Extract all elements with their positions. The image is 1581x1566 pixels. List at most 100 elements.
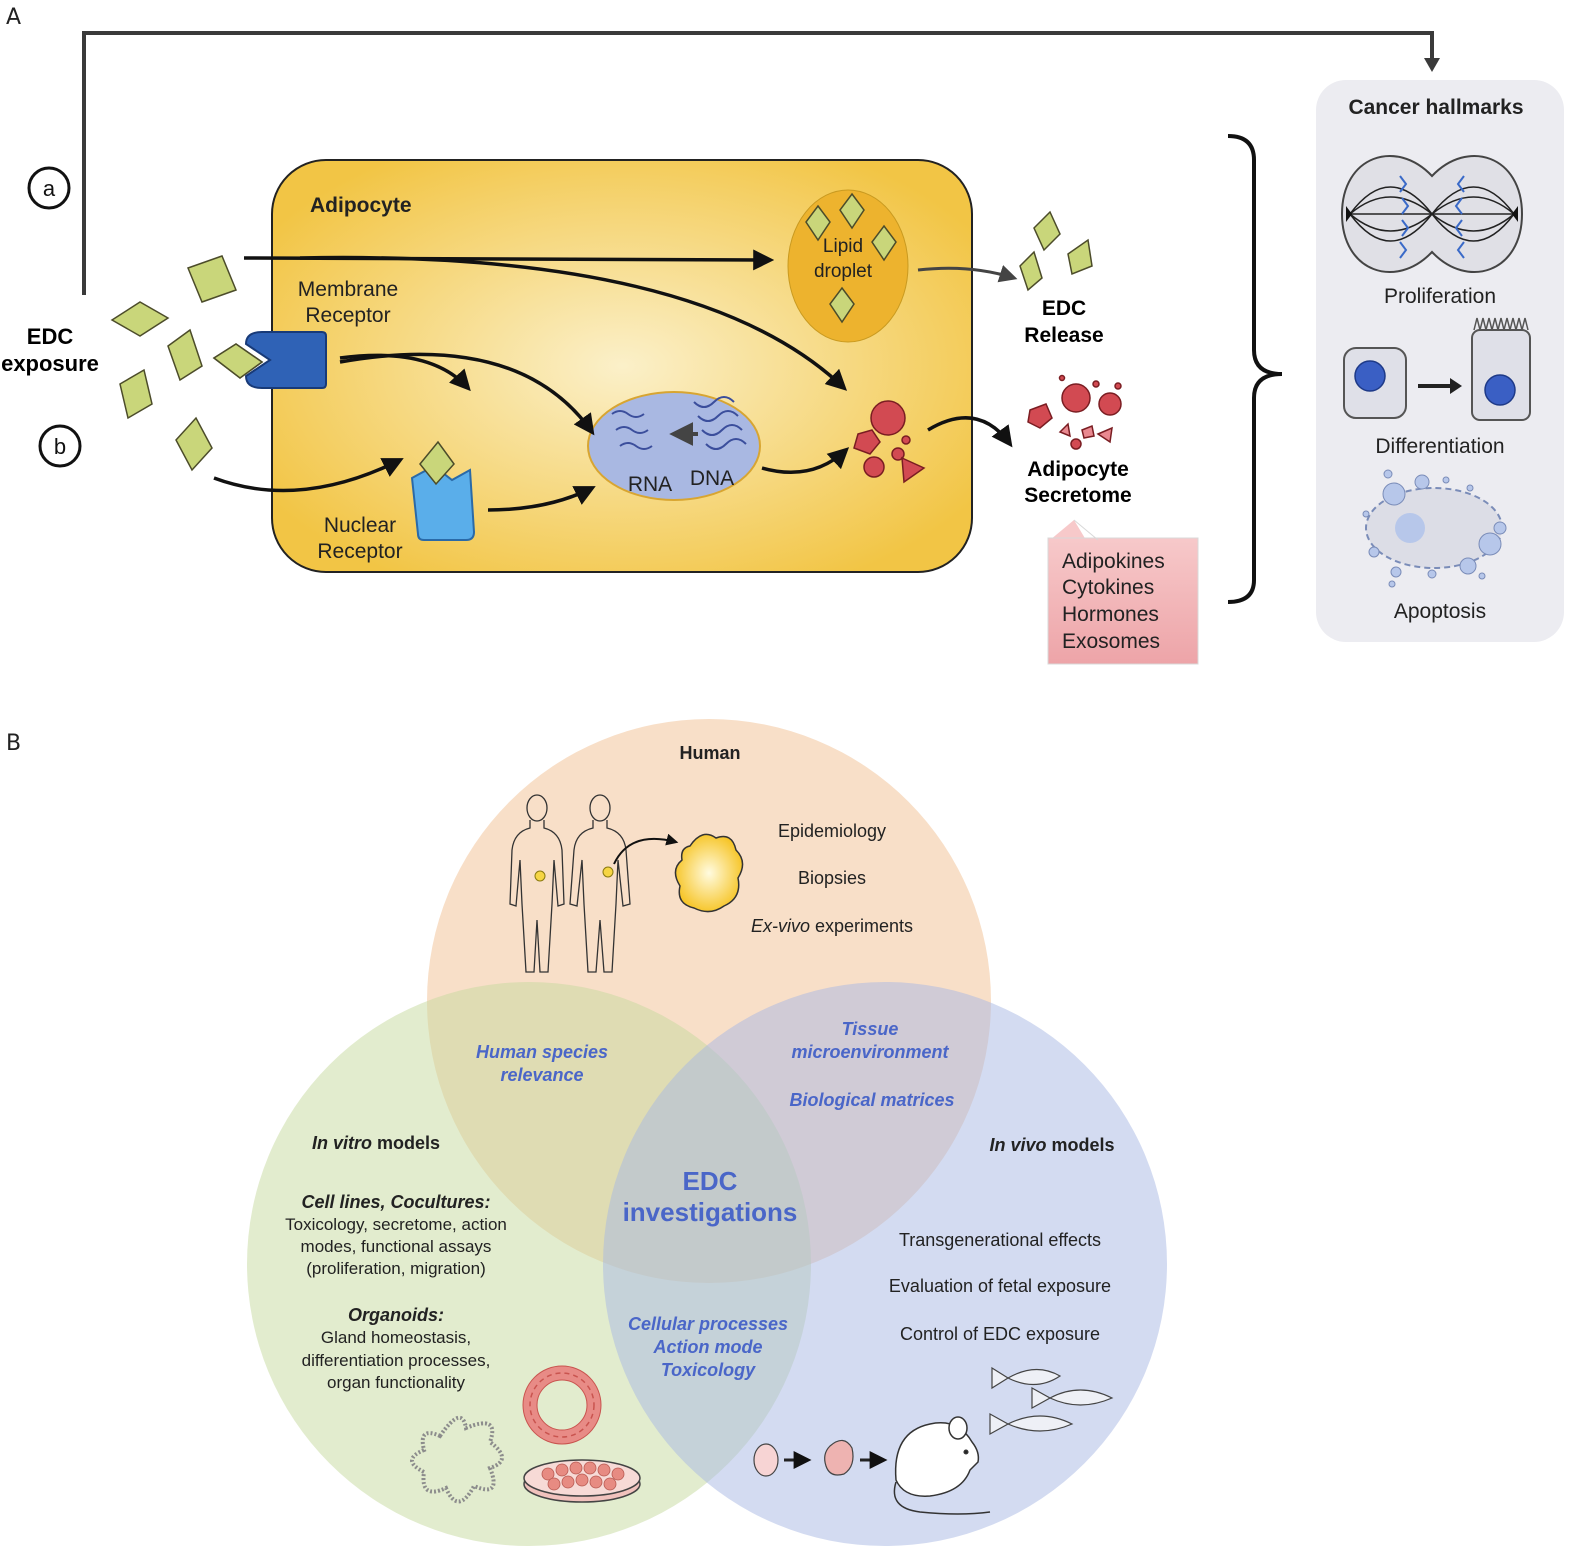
- hallmark-differentiation: Differentiation: [1375, 435, 1504, 458]
- tissue-sample-small: [602, 866, 614, 878]
- edc-molecule: [119, 368, 153, 420]
- edc-molecule-bound-nuclear: [419, 440, 455, 486]
- overlap-human-vitro-line2: relevance: [500, 1065, 583, 1085]
- secretome-callout: Adipokines Cytokines Hormones Exosomes: [1047, 519, 1199, 665]
- hallmark-proliferation: Proliferation: [1384, 285, 1496, 308]
- overlap-human-vivo-line1: Tissue: [842, 1019, 899, 1039]
- overlap-vitro-vivo-line1: Cellular processes: [628, 1314, 788, 1334]
- edc-molecule: [110, 301, 170, 337]
- cell-lines-line2: modes, functional assays: [301, 1237, 492, 1256]
- cell-lines-line3: (proliferation, migration): [306, 1259, 486, 1278]
- tissue-sample-small: [534, 870, 546, 882]
- human-title: Human: [679, 743, 740, 763]
- hallmark-apoptosis: Apoptosis: [1394, 600, 1486, 623]
- rna-label: RNA: [628, 473, 672, 496]
- adipocyte-secretome-label-line1: Adipocyte: [1027, 458, 1129, 481]
- pathway-arrows: [213, 249, 1013, 512]
- route-b-label: b: [54, 434, 66, 459]
- in-vivo-item-control: Control of EDC exposure: [900, 1324, 1100, 1344]
- in-vitro-title: In vitro models: [312, 1133, 440, 1153]
- dna-label: DNA: [690, 467, 734, 490]
- organoids-heading: Organoids:: [348, 1305, 444, 1325]
- petri-dish-icon: [523, 1459, 641, 1503]
- lipid-droplet-label-line1: Lipid: [823, 236, 863, 257]
- edc-exposure-label-line1: EDC: [27, 324, 74, 349]
- adipocyte-label: Adipocyte: [310, 194, 412, 217]
- membrane-receptor-label-line1: Membrane: [298, 278, 398, 301]
- edc-release-label-line1: EDC: [1042, 297, 1086, 320]
- arrow-membrane-short: [339, 353, 471, 392]
- arrow-secretome-out: [927, 416, 1013, 448]
- route-a-marker: a: [27, 166, 71, 210]
- overlap-human-vitro-line1: Human species: [476, 1042, 608, 1062]
- human-item-epidemiology: Epidemiology: [778, 821, 886, 841]
- panel-b: B Human Epidemiology Biopsies Ex-vivo ex…: [6, 719, 1167, 1546]
- nuclear-receptor-label-line2: Receptor: [317, 540, 402, 563]
- biopsy-arrow: [613, 833, 679, 865]
- arrow-membrane-to-nucleus: [339, 352, 595, 436]
- organoids-line2: differentiation processes,: [302, 1351, 491, 1370]
- nuclear-receptor-shape: [410, 464, 476, 541]
- differentiation-icon: [1343, 317, 1531, 421]
- cell-lines-line1: Toxicology, secretome, action: [285, 1215, 507, 1234]
- proliferation-icon: [1340, 155, 1524, 273]
- organoid-ring-icon: [522, 1365, 602, 1445]
- human-item-biopsies: Biopsies: [798, 868, 866, 888]
- edc-molecule-bound-membrane: [212, 343, 264, 379]
- rna-strands: [611, 410, 653, 450]
- edc-release-molecules: [1019, 210, 1093, 292]
- center-label-line1: EDC: [683, 1166, 738, 1196]
- edc-molecule: [175, 416, 213, 472]
- center-label-line2: investigations: [623, 1197, 798, 1227]
- arrow-lipid-to-release: [917, 265, 1018, 283]
- overlap-human-vivo-line2: microenvironment: [791, 1042, 949, 1062]
- panel-a-letter: A: [6, 5, 21, 30]
- membrane-receptor-label-line2: Receptor: [305, 304, 390, 327]
- in-vivo-item-transgenerational: Transgenerational effects: [899, 1230, 1101, 1250]
- arrow-nuclear-receptor-to-nucleus: [487, 486, 596, 512]
- lipid-droplet-label-line2: droplet: [814, 261, 873, 282]
- membrane-receptor-shape: [244, 331, 327, 389]
- branched-organoid-icon: [410, 1415, 504, 1504]
- arrow-to-nuclear-receptor: [213, 458, 404, 493]
- human-item-exvivo: Ex-vivo experiments: [751, 916, 913, 936]
- edc-molecules-outside: [110, 255, 264, 472]
- dna-helix: [693, 396, 747, 450]
- overlap-human-vivo-line3: Biological matrices: [789, 1090, 954, 1110]
- secretome-item-adipokines: Adipokines: [1062, 550, 1165, 573]
- in-vivo-title: In vivo models: [989, 1135, 1114, 1155]
- top-connector-arrowhead: [1424, 58, 1440, 72]
- adipocyte-secretome-label-line2: Secretome: [1024, 484, 1131, 507]
- in-vivo-item-fetal-exposure: Evaluation of fetal exposure: [889, 1276, 1111, 1296]
- fish-icon: [989, 1366, 1114, 1436]
- venn-circle-in-vivo: [603, 982, 1167, 1546]
- curly-brace: [1227, 134, 1283, 604]
- adipose-tissue-icon: [674, 833, 744, 913]
- nucleus: [587, 391, 761, 501]
- mouse-icon: [893, 1416, 991, 1515]
- top-connector-line: [82, 31, 1434, 295]
- route-a-label: a: [43, 176, 56, 201]
- panel-b-letter: B: [6, 731, 21, 756]
- secretome-item-cytokines: Cytokines: [1062, 576, 1154, 599]
- edc-molecule: [167, 328, 203, 382]
- organoids-line3: organ functionality: [327, 1373, 465, 1392]
- panel-a: A a b EDC exposure Adipocyte: [1, 5, 1564, 665]
- edc-molecule: [187, 255, 237, 303]
- overlap-vitro-vivo-line3: Toxicology: [661, 1360, 756, 1380]
- secretome-released: [1027, 374, 1122, 450]
- apoptosis-icon: [1362, 469, 1507, 588]
- arrow-nucleus-to-secretome: [761, 447, 850, 475]
- fetus-icon: [824, 1439, 854, 1476]
- organoids-line1: Gland homeostasis,: [321, 1328, 471, 1347]
- nuclear-receptor-label-line1: Nuclear: [324, 514, 396, 537]
- secretome-item-hormones: Hormones: [1062, 603, 1159, 626]
- secretome-inside: [853, 400, 926, 484]
- edc-release-label-line2: Release: [1024, 324, 1103, 347]
- edc-exposure-label-line2: exposure: [1, 351, 99, 376]
- embryo-icon: [753, 1443, 779, 1477]
- arrow-to-secretome-top: [299, 255, 848, 391]
- cell-lines-heading: Cell lines, Cocultures:: [301, 1192, 490, 1212]
- overlap-vitro-vivo-line2: Action mode: [652, 1337, 762, 1357]
